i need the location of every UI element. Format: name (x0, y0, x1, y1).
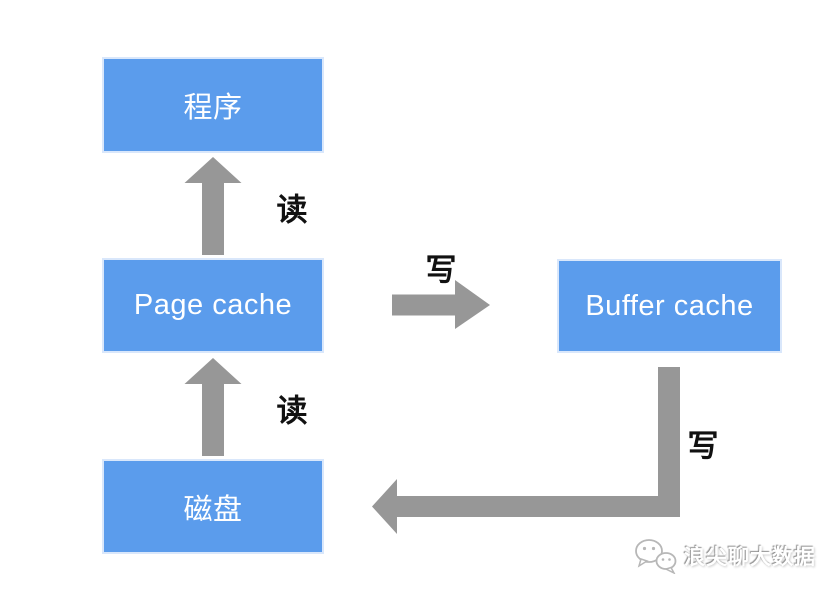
arrow-up-icon-page-cache-to-program (184, 157, 242, 255)
node-buffer-cache-label: Buffer cache (585, 289, 754, 322)
wechat-bubbles-icon (635, 539, 677, 574)
node-page-cache: Page cache (102, 258, 324, 353)
arrow-elbow-icon-buffer-cache-to-disk (372, 367, 680, 534)
arrow-up-icon-disk-to-page-cache (184, 358, 242, 456)
node-program: 程序 (102, 57, 324, 153)
node-disk-label: 磁盘 (183, 493, 243, 526)
node-disk: 磁盘 (102, 459, 324, 554)
edge-label-write-page-cache-to-buffer-cache: 写 (425, 252, 457, 288)
edge-label-write-buffer-cache-to-disk: 写 (687, 428, 719, 464)
watermark: 浪尖聊大数据 (633, 538, 816, 574)
arrow-right-icon-page-cache-to-buffer-cache (392, 280, 490, 329)
node-buffer-cache: Buffer cache (557, 259, 782, 353)
node-page-cache-label: Page cache (133, 289, 293, 321)
node-program-label: 程序 (183, 92, 243, 124)
watermark-text: 浪尖聊大数据 (684, 546, 816, 569)
edge-label-read-page-cache-to-program: 读 (276, 192, 308, 228)
edge-label-read-disk-to-page-cache: 读 (276, 393, 308, 429)
